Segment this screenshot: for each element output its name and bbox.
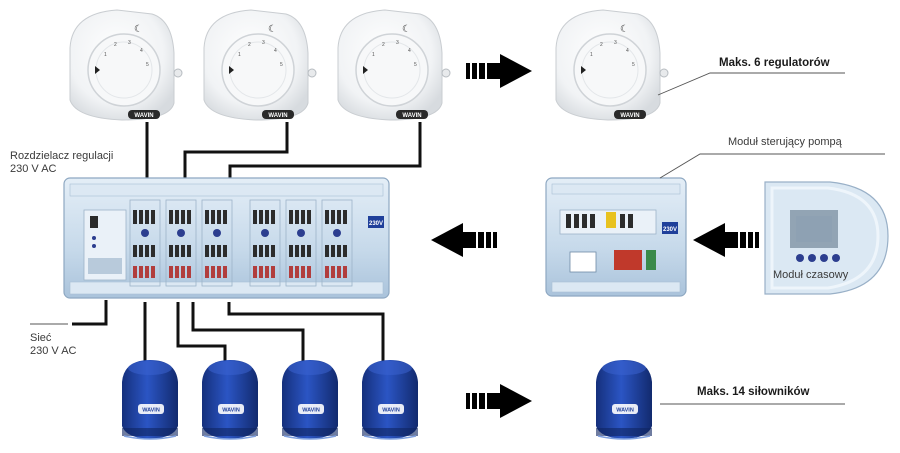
actuator-4 <box>361 359 419 440</box>
thermostat-extra <box>555 9 669 121</box>
arrow-left-right <box>693 223 759 257</box>
distributor-label-line1: Rozdzielacz regulacji <box>10 150 114 162</box>
mains-wire <box>72 300 108 326</box>
max-regulators-label: Maks. 6 regulatorów <box>719 57 830 69</box>
thermostat-1 <box>69 9 183 121</box>
actuator-extra <box>595 359 653 440</box>
actuator-wires <box>143 302 385 362</box>
pump-module <box>545 177 687 297</box>
actuator-1 <box>121 359 179 440</box>
leader-max-regulators <box>657 72 845 96</box>
time-module <box>764 181 889 295</box>
actuator-3 <box>281 359 339 440</box>
mains-label-line1: Sieć <box>30 332 52 344</box>
distributor-module <box>63 177 390 299</box>
arrow-right-top <box>466 54 532 88</box>
actuator-2 <box>201 359 259 440</box>
max-actuators-label: Maks. 14 siłowników <box>697 386 810 398</box>
thermostat-wires <box>145 122 422 178</box>
time-module-label: Moduł czasowy <box>773 269 849 281</box>
distributor-label-line2: 230 V AC <box>10 163 57 175</box>
arrow-left-middle <box>431 223 497 257</box>
thermostat-2 <box>203 9 317 121</box>
pump-module-label: Moduł sterujący pompą <box>728 136 842 148</box>
voltage-badge-pump: 230V <box>663 227 677 233</box>
voltage-badge-main: 230V <box>369 221 383 227</box>
thermostat-3 <box>337 9 451 121</box>
arrow-right-bottom <box>466 384 532 418</box>
mains-label-line2: 230 V AC <box>30 345 77 357</box>
leader-pump-module <box>659 153 885 179</box>
